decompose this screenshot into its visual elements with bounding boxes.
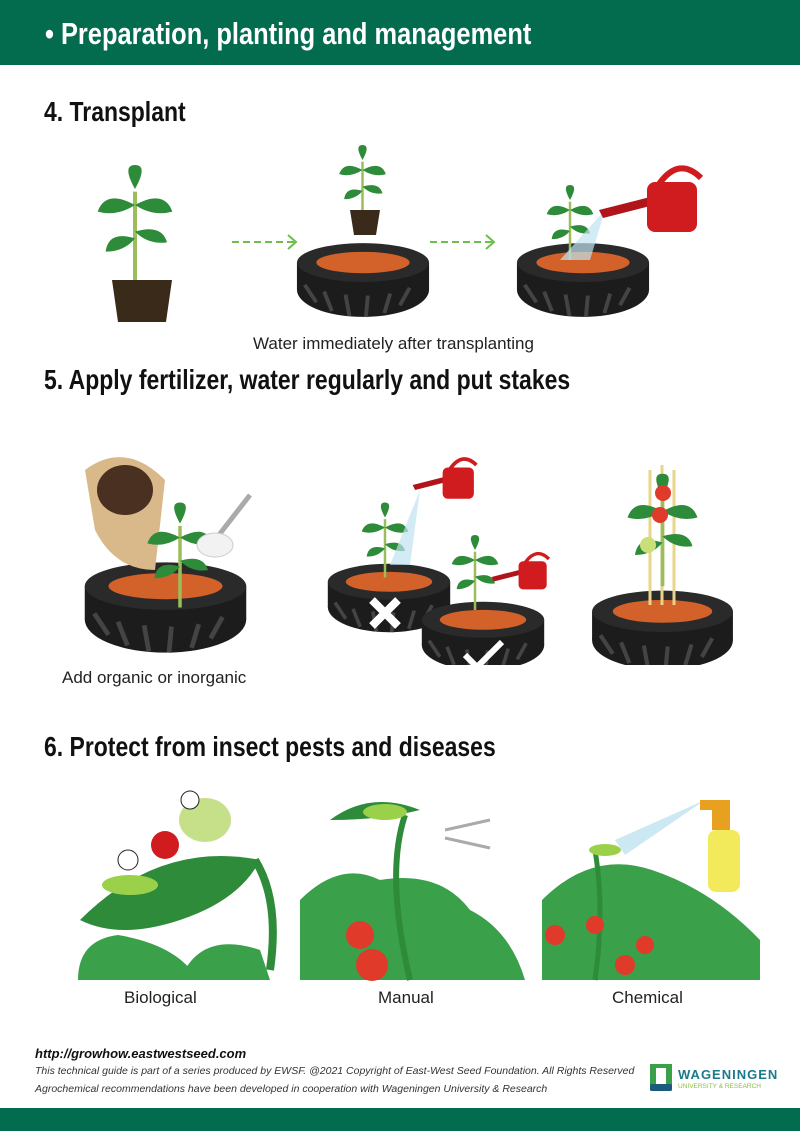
manual-caption: Manual — [378, 988, 434, 1007]
watering-can-icon — [599, 168, 701, 232]
cooperation-text: Agrochemical recommendations have been d… — [35, 1083, 548, 1095]
logo-subtitle: UNIVERSITY & RESEARCH — [678, 1083, 761, 1090]
section-4-title: 4. Transplant — [44, 96, 186, 127]
spray-bottle-icon — [708, 830, 740, 892]
transplant-illustration — [0, 145, 800, 322]
fertilizer-caption: Add organic or inorganic — [62, 668, 247, 687]
transplant-caption: Water immediately after transplanting — [253, 334, 534, 353]
wageningen-logo: WAGENINGEN UNIVERSITY & RESEARCH — [650, 1064, 785, 1096]
watering-can-icon — [412, 457, 479, 501]
logo-name: WAGENINGEN — [678, 1067, 779, 1082]
copyright-text: This technical guide is part of a series… — [35, 1065, 635, 1077]
header-banner: • Preparation, planting and management — [0, 0, 800, 65]
website-link[interactable]: http://growhow.eastwestseed.com — [35, 1046, 247, 1061]
check-icon — [462, 639, 505, 665]
caterpillar-icon — [102, 875, 158, 895]
wageningen-logo-icon — [650, 1064, 672, 1091]
footer-bar — [0, 1108, 800, 1131]
chemical-panel — [542, 800, 760, 981]
section-5-title: 5. Apply fertilizer, water regularly and… — [44, 364, 571, 395]
caterpillar-icon — [363, 804, 407, 820]
section-6-title: 6. Protect from insect pests and disease… — [44, 731, 496, 762]
scissors-icon — [444, 818, 491, 850]
fertilizer-illustration — [0, 457, 800, 665]
seedling-in-pot-icon — [98, 165, 173, 322]
pest-control-illustration — [78, 790, 760, 981]
biological-panel — [78, 790, 277, 980]
tire-icon — [422, 602, 544, 665]
watering-can-icon — [490, 551, 551, 592]
page-title: • Preparation, planting and management — [45, 16, 532, 51]
chemical-caption: Chemical — [612, 988, 683, 1007]
ladybug-icon — [151, 831, 179, 859]
cross-icon — [369, 597, 401, 629]
biological-caption: Biological — [124, 988, 197, 1007]
caterpillar-icon — [589, 844, 621, 856]
tire-icon — [297, 243, 429, 317]
manual-panel — [300, 802, 525, 981]
